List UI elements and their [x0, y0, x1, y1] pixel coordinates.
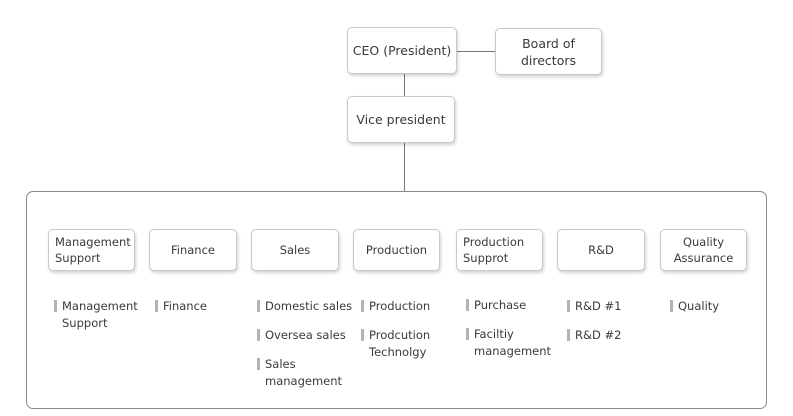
list-item: Domestic sales — [257, 298, 357, 315]
dept-label: R&D — [588, 243, 614, 257]
list-item: Management Support — [54, 298, 149, 332]
dept-list-management-support: Management Support — [54, 298, 149, 344]
list-item: R&D #1 — [567, 298, 647, 315]
list-item: Quality — [670, 298, 750, 315]
list-item: Faciltiy management — [466, 326, 561, 360]
dept-label: Finance — [171, 243, 215, 257]
ceo-board-connector — [457, 51, 495, 52]
departments-container — [26, 191, 767, 409]
dept-box-rnd: R&D — [557, 229, 645, 271]
board-label: Board of directors — [520, 35, 577, 68]
dept-list-quality-assurance: Quality — [670, 298, 750, 327]
dept-list-sales: Domestic sales Oversea sales Sales manag… — [257, 298, 357, 402]
vice-president-box: Vice president — [347, 96, 455, 143]
ceo-label: CEO (President) — [352, 43, 452, 58]
list-item: Sales management — [257, 356, 357, 390]
list-item: R&D #2 — [567, 327, 647, 344]
dept-list-production-support: Purchase Faciltiy management — [466, 297, 561, 372]
dept-list-rnd: R&D #1 R&D #2 — [567, 298, 647, 356]
list-item: Purchase — [466, 297, 561, 314]
dept-box-finance: Finance — [149, 229, 237, 271]
ceo-vice-connector — [404, 74, 405, 96]
vice-president-label: Vice president — [356, 112, 446, 127]
list-item: Production — [361, 298, 456, 315]
board-box: Board of directors — [495, 28, 602, 75]
dept-box-production: Production — [353, 229, 440, 271]
dept-box-management-support: Management Support — [48, 229, 135, 271]
dept-label: Production — [365, 243, 428, 257]
dept-list-finance: Finance — [155, 298, 250, 327]
list-item: Finance — [155, 298, 250, 315]
dept-label: Management Support — [55, 235, 131, 265]
list-item: Oversea sales — [257, 327, 357, 344]
dept-box-production-support: Production Supprot — [456, 229, 543, 271]
vice-departments-connector — [404, 143, 405, 191]
dept-label: Quality Assurance — [673, 235, 734, 265]
ceo-box: CEO (President) — [347, 27, 457, 74]
dept-box-quality-assurance: Quality Assurance — [660, 229, 747, 271]
dept-label: Production Supprot — [463, 235, 525, 265]
dept-box-sales: Sales — [251, 229, 339, 271]
dept-list-production: Production Prodcution Technolgy — [361, 298, 456, 373]
list-item: Prodcution Technolgy — [361, 327, 456, 361]
dept-label: Sales — [279, 243, 311, 257]
